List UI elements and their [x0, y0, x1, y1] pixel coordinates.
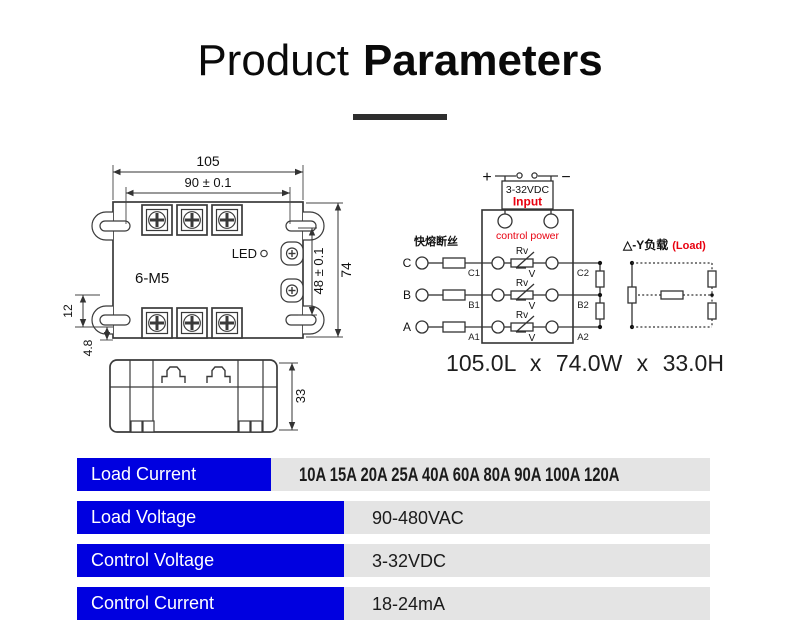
- dimension-105: 105: [112, 153, 304, 200]
- svg-text:33: 33: [293, 389, 308, 403]
- load-network: △-Y负载(Load): [595, 237, 717, 330]
- title-word-bold: Parameters: [362, 36, 603, 85]
- led-indicator-icon: [260, 249, 268, 258]
- side-view: 33: [109, 359, 308, 433]
- line-terminal-icon: [415, 256, 429, 270]
- load-label: △-Y负载(Load): [622, 237, 706, 252]
- fuse-icon: [442, 257, 466, 269]
- svg-text:74: 74: [338, 262, 354, 278]
- plus-sign: +: [482, 169, 491, 186]
- svg-text:B: B: [403, 288, 411, 302]
- control-power-label: control power: [496, 230, 560, 242]
- svg-text:B1: B1: [468, 300, 480, 311]
- svg-text:A1: A1: [468, 332, 480, 343]
- svg-text:12: 12: [61, 304, 75, 318]
- led-label: LED: [232, 246, 257, 261]
- svg-text:105: 105: [196, 153, 220, 169]
- load-resistor-icon: [595, 270, 605, 288]
- table-row: Control Voltage 3-32VDC: [77, 544, 710, 577]
- table-row: Control Current 18-24mA: [77, 587, 710, 620]
- load-resistor-icon: [627, 286, 637, 304]
- screw-terminal: [210, 306, 244, 340]
- page-title: Product Parameters: [0, 36, 800, 86]
- spec-value-load-current: 10A 15A 20A 25A 40A 60A 80A 90A 100A 120…: [271, 458, 710, 491]
- switch-contact-icon: [531, 172, 538, 179]
- spec-label-control-voltage: Control Voltage: [77, 544, 344, 577]
- control-terminal-circle: [497, 213, 513, 229]
- relay-terminal-icon: [491, 288, 505, 302]
- table-row: Load Current 10A 15A 20A 25A 40A 60A 80A…: [77, 458, 710, 491]
- svg-text:A: A: [403, 320, 411, 334]
- title-word-regular: Product: [197, 36, 349, 85]
- dimension-48: 48 ± 0.1: [298, 227, 326, 316]
- spec-label-control-current: Control Current: [77, 587, 344, 620]
- svg-text:90 ± 0.1: 90 ± 0.1: [185, 175, 232, 190]
- dimension-33: 33: [279, 362, 308, 431]
- switch-contact-icon: [516, 172, 523, 179]
- screw-terminal: [210, 203, 244, 237]
- control-terminal-circle: [543, 213, 559, 229]
- fuse-icon: [442, 321, 466, 333]
- fuse-icon: [442, 289, 466, 301]
- relay-terminal-icon: [491, 320, 505, 334]
- svg-text:V: V: [529, 333, 536, 344]
- relay-terminal-icon: [545, 256, 559, 270]
- control-terminal: [280, 278, 304, 303]
- control-terminal: [280, 241, 304, 266]
- svg-text:V: V: [529, 301, 536, 312]
- svg-text:Rv: Rv: [516, 246, 528, 257]
- load-resistor-icon: [660, 290, 684, 300]
- spec-label-load-current: Load Current: [77, 458, 272, 491]
- load-resistor-icon: [707, 270, 717, 288]
- phase-row-a: A A1 Rv V A2: [403, 310, 600, 344]
- screw-terminal: [140, 306, 174, 340]
- svg-text:4.8: 4.8: [81, 339, 95, 356]
- relay-terminal-icon: [491, 256, 505, 270]
- title-underline: [353, 114, 447, 120]
- svg-text:V: V: [529, 269, 536, 280]
- spec-table: Load Current 10A 15A 20A 25A 40A 60A 80A…: [77, 458, 710, 630]
- table-row: Load Voltage 90-480VAC: [77, 501, 710, 534]
- dimension-90: 90 ± 0.1: [125, 175, 291, 224]
- fuse-label: 快熔断丝: [413, 234, 458, 248]
- input-label: Input: [513, 195, 542, 209]
- svg-text:48 ± 0.1: 48 ± 0.1: [311, 248, 326, 295]
- svg-text:B2: B2: [577, 300, 589, 311]
- line-terminal-icon: [415, 288, 429, 302]
- screw-terminal: [175, 306, 209, 340]
- screw-terminal: [140, 203, 174, 237]
- input-voltage-label: 3-32VDC: [506, 184, 550, 196]
- screw-terminal: [175, 203, 209, 237]
- top-view: LED 6-M5 105 90 ± 0.1 48 ± 0.1 74: [61, 153, 354, 356]
- spec-label-load-voltage: Load Voltage: [77, 501, 344, 534]
- svg-text:C: C: [403, 256, 412, 270]
- svg-text:A2: A2: [577, 332, 589, 343]
- svg-text:Rv: Rv: [516, 278, 528, 289]
- overall-size-text: 105.0L x 74.0W x 33.0H: [446, 350, 724, 376]
- relay-dimension-drawing: LED 6-M5 105 90 ± 0.1 48 ± 0.1 74: [61, 153, 354, 433]
- dimension-4-8: 4.8: [81, 327, 113, 356]
- spec-value-control-voltage: 3-32VDC: [344, 544, 710, 577]
- dimension-74: 74: [306, 202, 354, 338]
- relay-terminal-icon: [545, 320, 559, 334]
- control-input-circuit: + − 3-32VDC Input control power: [482, 169, 570, 242]
- line-terminal-icon: [415, 320, 429, 334]
- screw-spec-label: 6-M5: [135, 270, 169, 287]
- load-resistor-icon: [707, 302, 717, 320]
- svg-text:C2: C2: [577, 268, 589, 279]
- spec-value-load-voltage: 90-480VAC: [344, 501, 710, 534]
- phase-row-b: B B1 Rv V B2: [403, 278, 600, 312]
- side-body-outline: [109, 359, 278, 433]
- input-voltage-box: [501, 180, 554, 210]
- phase-row-c: C C1 Rv V C2: [403, 246, 600, 280]
- minus-sign: −: [561, 169, 570, 186]
- svg-text:C1: C1: [468, 268, 480, 279]
- svg-text:Rv: Rv: [516, 310, 528, 321]
- spec-value-control-current: 18-24mA: [344, 587, 710, 620]
- load-resistor-icon: [595, 302, 605, 320]
- wiring-diagram: + − 3-32VDC Input control power 快熔断丝 C C…: [403, 169, 717, 344]
- relay-terminal-icon: [545, 288, 559, 302]
